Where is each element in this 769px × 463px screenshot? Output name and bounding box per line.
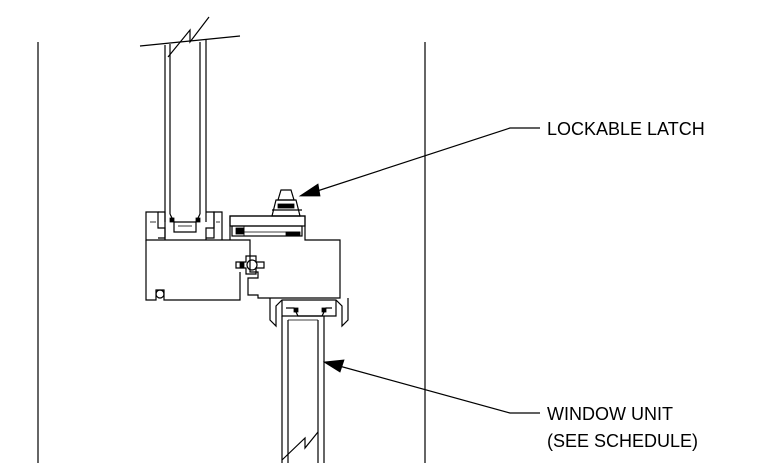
- see-schedule-label: (SEE SCHEDULE): [547, 431, 698, 451]
- latch-label: LOCKABLE LATCH: [547, 119, 705, 139]
- lower-sash: [269, 298, 349, 463]
- leader-window-unit: [322, 359, 540, 414]
- latch-hardware: [229, 189, 306, 237]
- window-unit-label: WINDOW UNIT: [547, 404, 673, 424]
- upper-sash: [139, 16, 241, 239]
- leader-latch: [298, 127, 540, 197]
- meeting-rail: [145, 211, 341, 301]
- interlock: [235, 255, 265, 275]
